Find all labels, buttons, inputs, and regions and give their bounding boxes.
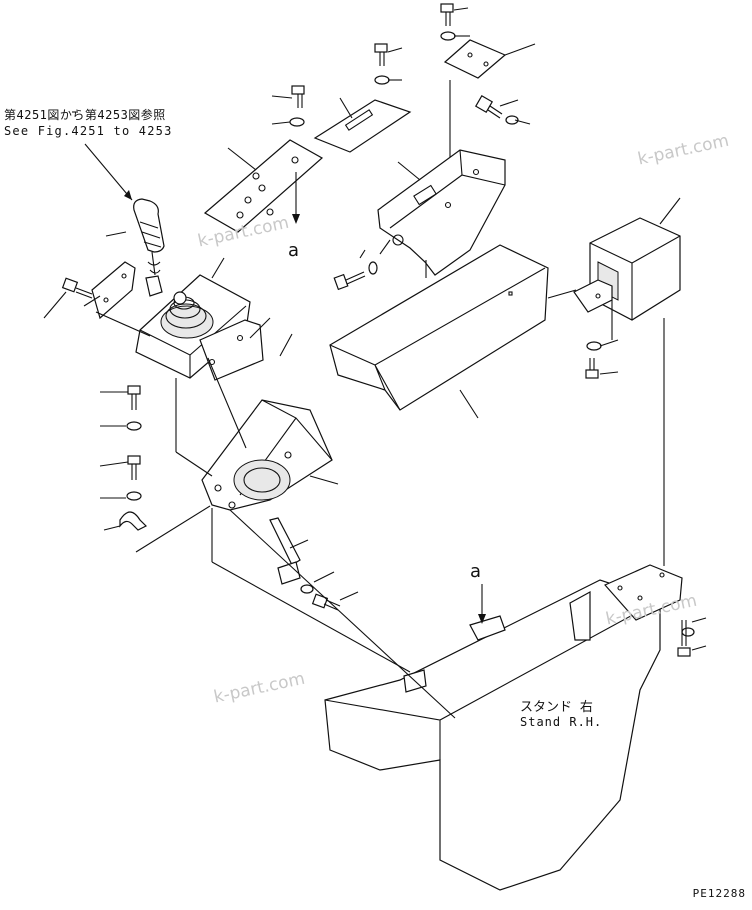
connecting-rod — [269, 517, 341, 611]
stand-label-jp: スタンド 右 — [520, 700, 593, 715]
clamp-icon — [119, 511, 148, 531]
armrest-cushion — [329, 244, 549, 411]
stand-rh — [324, 564, 683, 891]
lever-box — [135, 274, 264, 381]
bolt-icon — [333, 261, 378, 291]
small-plate — [443, 39, 507, 170]
bolt-icon — [289, 3, 456, 127]
bolt-icon — [126, 385, 142, 501]
mounting-plate — [203, 139, 324, 233]
reference-text-en: See Fig.4251 to 4253 — [4, 124, 173, 138]
slot-plate — [313, 99, 412, 153]
view-label-lower: a — [470, 561, 482, 582]
bolt-icon — [585, 341, 602, 379]
lower-housing — [201, 399, 333, 511]
part-number: PE12288 — [692, 887, 746, 900]
bolt-icon — [677, 620, 695, 657]
lever-knob-icon — [133, 198, 165, 297]
reference-text-jp: 第4251図から第4253図参照 — [4, 108, 166, 122]
bolt-icon — [61, 277, 93, 299]
reference-leader — [84, 143, 133, 201]
side-bracket — [91, 261, 136, 320]
rh-console-box — [573, 217, 681, 321]
view-label-upper: a — [288, 240, 300, 261]
stand-label-en: Stand R.H. — [520, 715, 603, 729]
console-bracket — [377, 149, 506, 276]
bolt-icon — [474, 94, 519, 125]
leader-lines — [43, 7, 707, 719]
